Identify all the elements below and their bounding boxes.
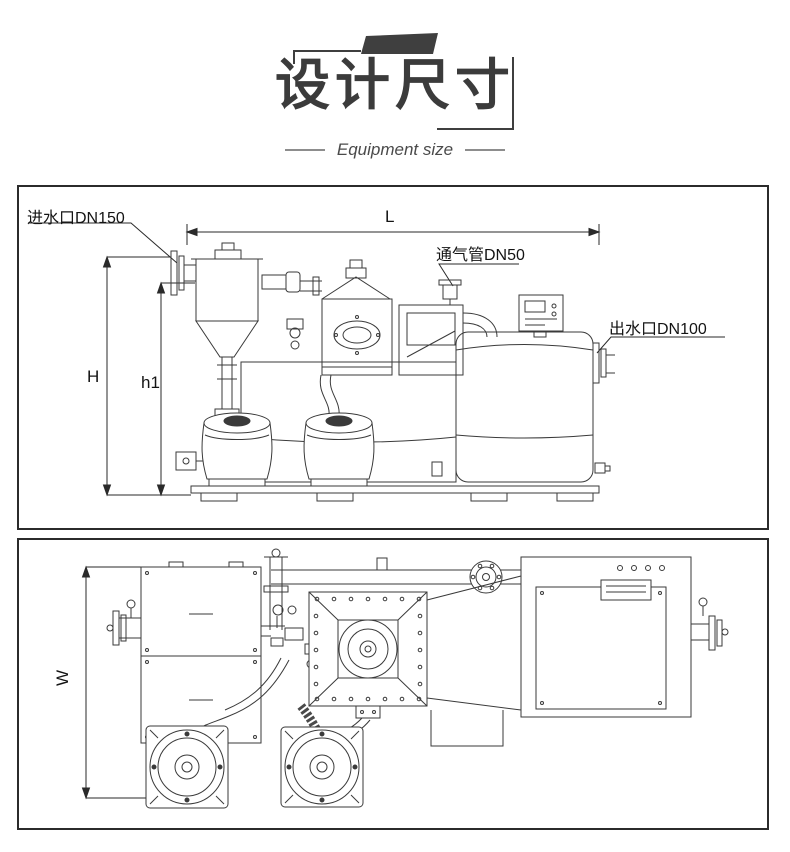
label-dim-height1: h1 xyxy=(141,373,160,392)
top-view-drawing xyxy=(81,548,729,809)
label-dim-length: L xyxy=(385,207,395,226)
top-view-panel: W xyxy=(17,538,769,830)
label-outlet-port: 出水口DN100 xyxy=(609,321,707,338)
title-frame-decoration xyxy=(293,33,514,130)
label-dim-height: H xyxy=(87,367,100,386)
subtitle-right-rule xyxy=(465,149,506,151)
side-view-panel: 进水口DN150 L 通气管DN50 出水口DN100 H h1 xyxy=(17,185,769,530)
label-inlet-port: 进水口DN150 xyxy=(27,210,125,227)
subtitle-left-rule xyxy=(284,149,325,151)
subtitle-text: Equipment size xyxy=(336,140,454,159)
label-dim-width: W xyxy=(53,669,73,687)
side-view-drawing xyxy=(29,222,725,502)
page-title: 设计尺寸 xyxy=(274,54,515,116)
page-subtitle: Equipment size xyxy=(0,140,790,160)
label-vent-pipe: 通气管DN50 xyxy=(436,247,525,264)
title-tab-icon xyxy=(361,33,438,54)
